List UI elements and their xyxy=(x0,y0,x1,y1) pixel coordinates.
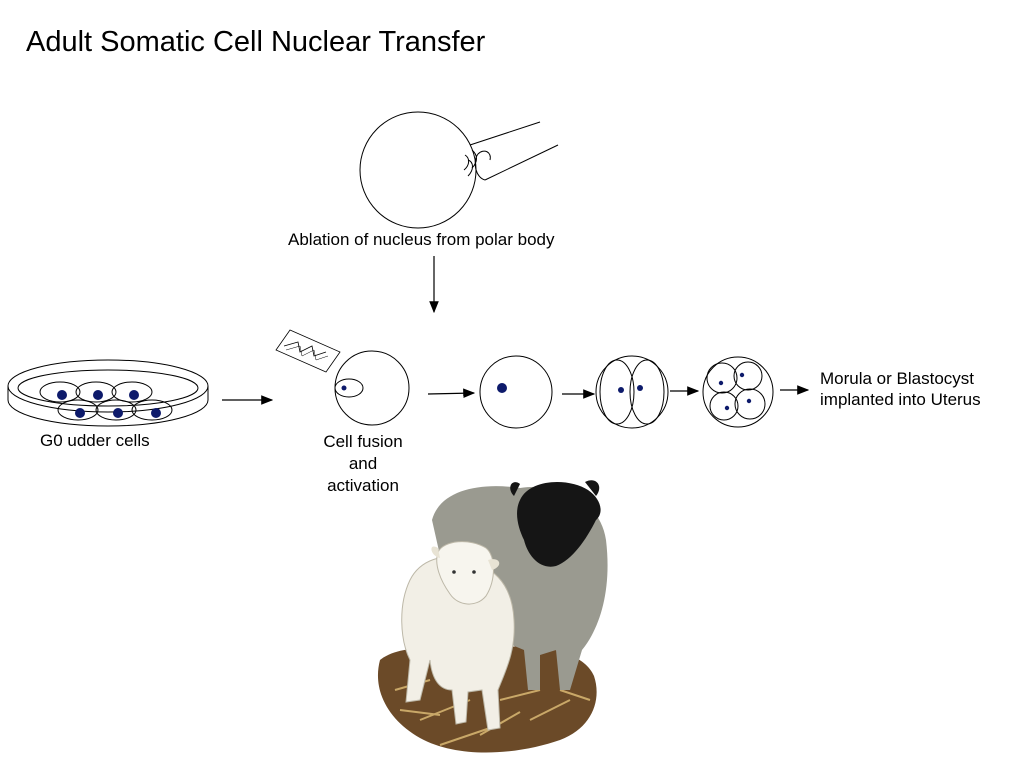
oocyte-with-pipette xyxy=(359,111,559,229)
arrow-2 xyxy=(427,388,476,399)
four-cell-embryo xyxy=(702,356,774,428)
label-ablation: Ablation of nucleus from polar body xyxy=(288,230,555,249)
udder-cells xyxy=(39,381,173,421)
label-fusion-line3: activation xyxy=(327,476,399,495)
oocyte xyxy=(359,111,477,229)
petri-dish xyxy=(7,359,209,427)
micropipette-icon xyxy=(463,121,559,181)
udder-cell-nuclei xyxy=(57,390,161,418)
two-cell-embryo xyxy=(595,355,669,429)
activated-cell xyxy=(479,355,553,429)
sheep-photo xyxy=(377,480,608,753)
fusion-cell xyxy=(334,350,410,426)
label-fusion-line1: Cell fusion xyxy=(323,432,403,451)
label-morula-blastocyst: Morula or Blastocyst implanted into Uter… xyxy=(820,368,981,410)
label-fusion-line2: and xyxy=(348,454,378,473)
label-cell-fusion: Cell fusion and activation xyxy=(308,431,418,497)
label-morula-line1: Morula or Blastocyst xyxy=(820,369,974,388)
page-title: Adult Somatic Cell Nuclear Transfer xyxy=(26,26,486,58)
label-morula-line2: implanted into Uterus xyxy=(820,390,981,409)
electric-pulse-icon xyxy=(275,329,341,373)
label-g0-udder-cells: G0 udder cells xyxy=(40,431,150,450)
